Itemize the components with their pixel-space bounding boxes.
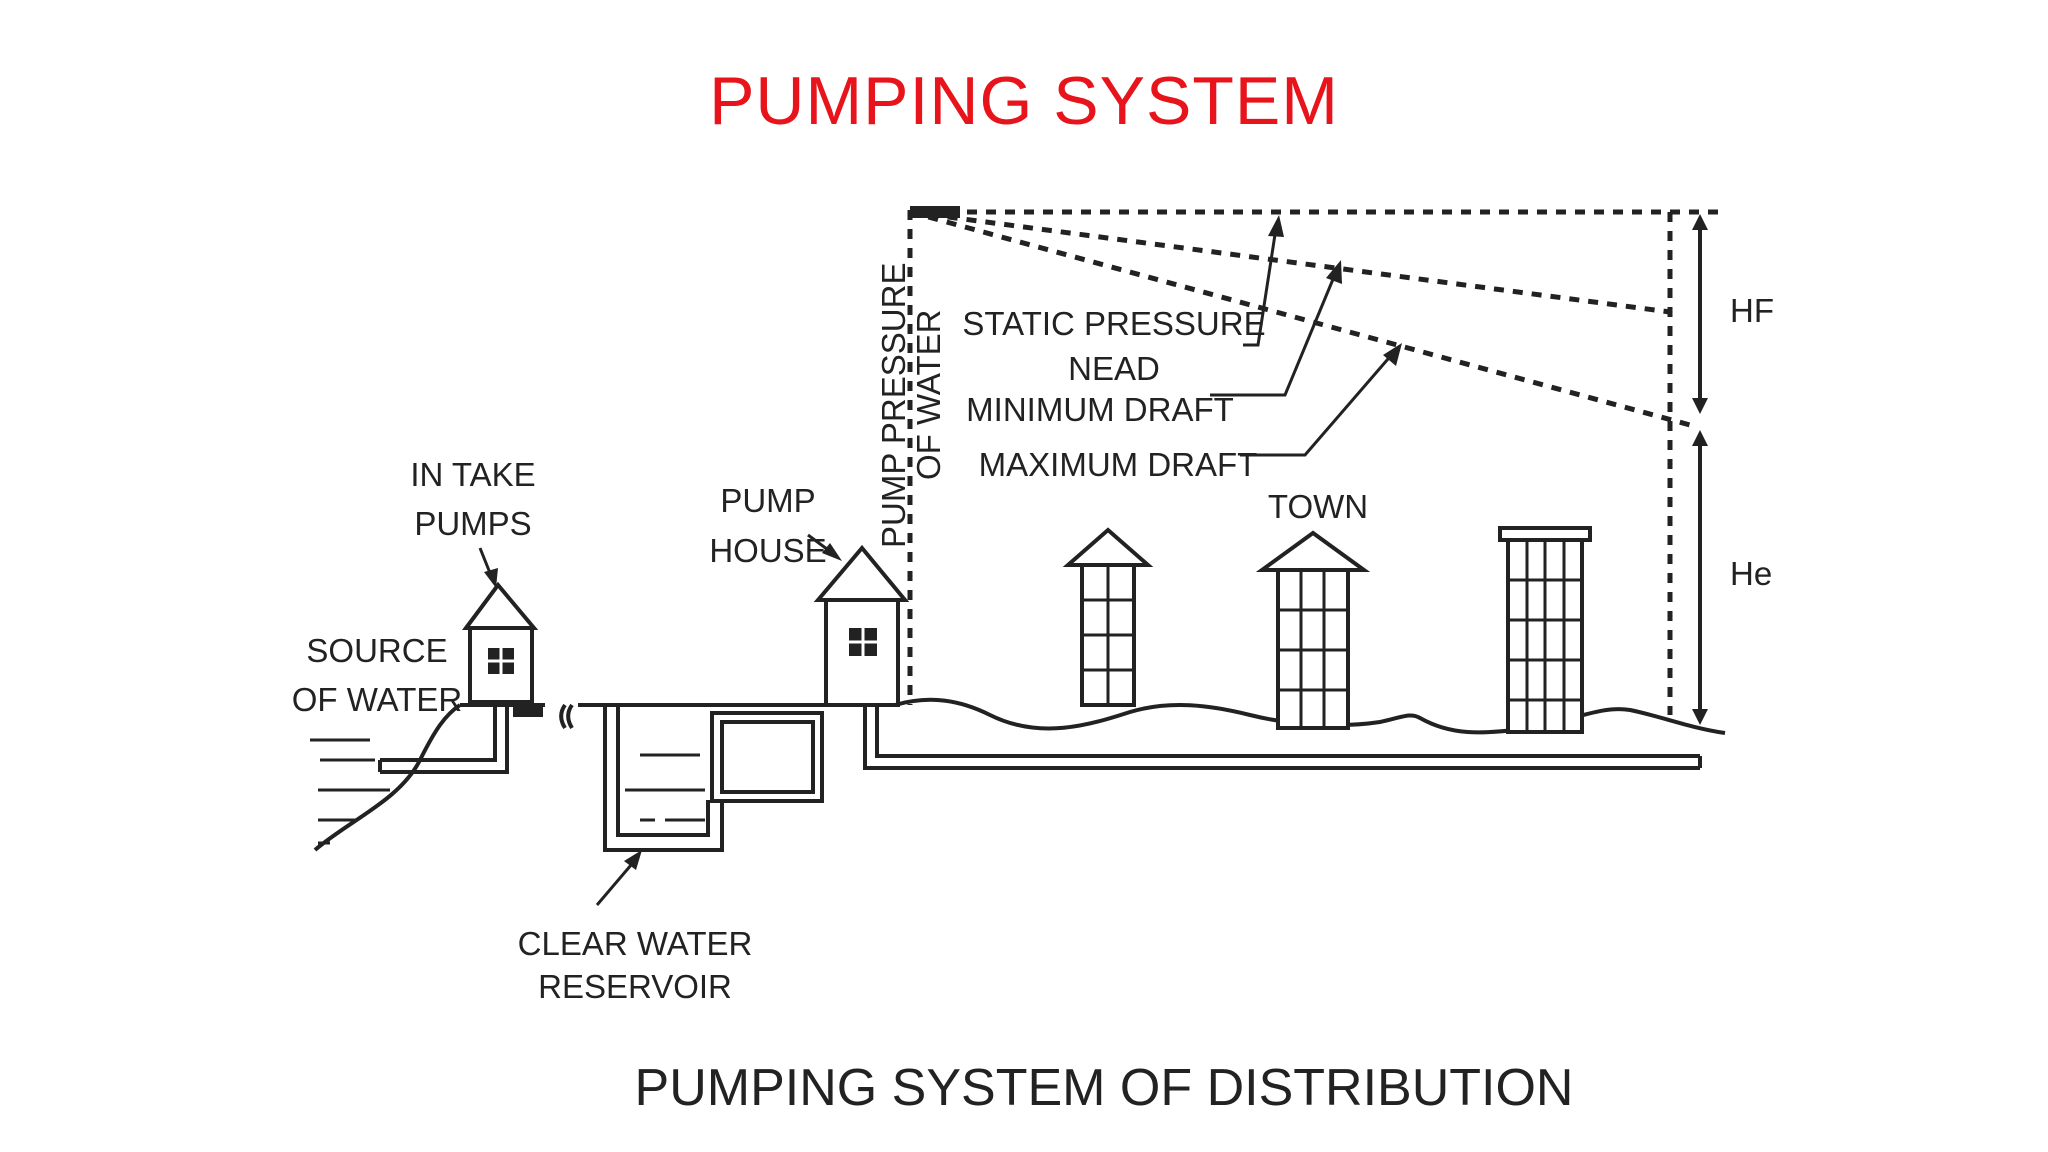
- pump-pressure-label-line2: OF WATER: [910, 310, 947, 480]
- minimum-draft-line: [909, 209, 1671, 315]
- reservoir-label-line2: RESERVOIR: [538, 968, 732, 1005]
- pumphouse-label-line1: PUMP: [720, 482, 815, 519]
- diagram-caption: PUMPING SYSTEM OF DISTRIBUTION: [635, 1059, 1574, 1117]
- intake-arrow: [478, 547, 498, 588]
- maximum-draft-label: MAXIMUM DRAFT: [979, 446, 1258, 483]
- town-building-2: [1255, 530, 1371, 730]
- reservoir-label-line1: CLEAR WATER: [518, 925, 753, 962]
- maximum-draft-line: [909, 209, 1691, 428]
- label-leaders: [1210, 215, 1402, 457]
- head-dimensions: [1692, 214, 1708, 725]
- intake-label-line1: IN TAKE: [410, 456, 535, 493]
- slide-title: PUMPING SYSTEM: [709, 63, 1339, 139]
- source-of-water: [310, 703, 462, 852]
- town-building-3: [1498, 526, 1592, 734]
- source-label-line2: OF WATER: [292, 681, 462, 718]
- minimum-draft-label: MINIMUM DRAFT: [966, 391, 1234, 428]
- town-building-1: [1062, 527, 1154, 707]
- town-label: TOWN: [1268, 488, 1368, 525]
- hydraulic-lines: [907, 206, 1720, 715]
- hf-label: HF: [1730, 292, 1774, 329]
- he-label: He: [1730, 555, 1772, 592]
- pumphouse-label-line2: HOUSE: [709, 532, 826, 569]
- static-pressure-label-line2: NEAD: [1068, 350, 1160, 387]
- pump-pressure-label-line1: PUMP PRESSURE: [875, 263, 912, 548]
- source-label-line1: SOURCE: [306, 632, 447, 669]
- pump-house: [807, 533, 1702, 770]
- static-pressure-label-line1: STATIC PRESSURE: [962, 305, 1265, 342]
- intake-pump-house: [378, 581, 545, 774]
- intake-label-line2: PUMPS: [414, 505, 531, 542]
- clear-water-reservoir: [559, 703, 895, 906]
